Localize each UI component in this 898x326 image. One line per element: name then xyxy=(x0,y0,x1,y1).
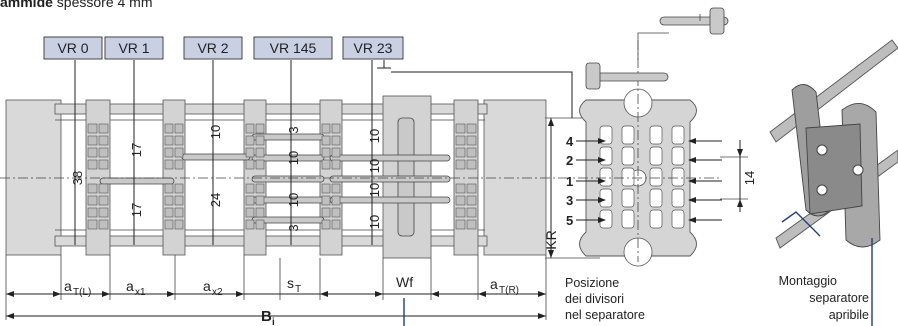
dim-3-top: 3 xyxy=(286,126,301,133)
dim-ax2-sub: x2 xyxy=(212,287,223,298)
tag-vr23 xyxy=(342,36,404,60)
tag-vr0 xyxy=(43,36,103,60)
dim-bi-B: B xyxy=(261,308,272,325)
position-label-3: 3 xyxy=(566,193,573,208)
dim-bi-sub: i xyxy=(272,317,275,326)
position-arrows: 4 2 1 3 5 xyxy=(566,134,722,228)
tag-vr1 xyxy=(104,36,164,60)
caption-left-1: Posizione xyxy=(565,276,619,290)
inner-dimension-values: 38 17 17 10 24 3 10 10 3 10 10 10 10 xyxy=(70,125,382,232)
dim-aTL-sub: T(L) xyxy=(73,287,91,298)
chain-assembly xyxy=(5,95,547,259)
heading-rest: spessore 4 mm xyxy=(52,0,153,10)
heading: ammide spessore 4 mm xyxy=(0,0,153,10)
dim-24: 24 xyxy=(208,193,223,207)
opening-separator-3d: Montaggio separatore apribile xyxy=(769,39,898,326)
dim-10-a: 10 xyxy=(208,125,223,139)
separator-slots xyxy=(599,125,685,229)
position-label-5: 5 xyxy=(566,213,573,228)
dim-sT-sub: T xyxy=(295,284,301,295)
caption-right-2: separatore xyxy=(809,291,869,305)
heading-bold: ammide xyxy=(0,0,53,10)
caption-left-2: dei divisori xyxy=(565,292,624,306)
dim-wf: Wf xyxy=(396,274,413,290)
dim-10-b: 10 xyxy=(286,151,301,165)
dim-aTL-a: a xyxy=(64,278,72,294)
left-end-cap xyxy=(5,99,62,256)
tag-vr1-label: VR 1 xyxy=(118,40,149,56)
dim-38: 38 xyxy=(70,171,85,185)
tag-vr2 xyxy=(183,36,243,60)
tag-vr23-label: VR 23 xyxy=(354,40,393,56)
dim-ax1-a: a xyxy=(126,278,134,294)
dim-17-top: 17 xyxy=(129,143,144,157)
tag-vr145 xyxy=(253,36,333,60)
position-label-2: 2 xyxy=(566,153,573,168)
dim-10-g: 10 xyxy=(367,215,382,229)
dim-ax1-sub: x1 xyxy=(135,287,146,298)
dim-aTR-sub: T(R) xyxy=(499,285,519,296)
position-label-4: 4 xyxy=(566,134,574,149)
vr23-leader xyxy=(377,60,573,118)
caption-right-3: apribile xyxy=(829,308,869,322)
bottom-rail xyxy=(54,235,488,247)
tag-vr2-label: VR 2 xyxy=(197,40,228,56)
dim-sT-s: s xyxy=(287,275,294,291)
dim-10-d: 10 xyxy=(367,129,382,143)
dim-3-bottom: 3 xyxy=(286,224,301,231)
post-bricks xyxy=(87,123,477,230)
dim-aTR-a: a xyxy=(490,276,498,292)
dim-10-c: 10 xyxy=(286,193,301,207)
dim-10-f: 10 xyxy=(367,183,382,197)
dim-17-bottom: 17 xyxy=(129,203,144,217)
vertical-dims xyxy=(74,60,373,245)
caption-right-1: Montaggio xyxy=(779,274,837,288)
vr-tags: VR 0 VR 1 VR 2 VR 145 VR 23 xyxy=(43,36,404,60)
kr-label: KR xyxy=(543,230,559,249)
dim-ax2-a: a xyxy=(203,278,211,294)
dim-14: 14 xyxy=(742,171,757,185)
bottom-dimension-chain: a T(L) a x1 a x2 s T Wf a T(R) B i xyxy=(5,255,547,326)
tag-vr145-label: VR 145 xyxy=(270,40,317,56)
top-rail xyxy=(54,103,488,115)
caption-left-3: nel separatore xyxy=(565,308,645,322)
dim-10-e: 10 xyxy=(367,159,382,173)
separator-detail: KR 4 2 1 3 5 xyxy=(543,7,757,322)
position-label-1: 1 xyxy=(566,174,573,189)
right-end-cap xyxy=(483,99,547,256)
separator-pins xyxy=(585,7,729,90)
tag-vr0-label: VR 0 xyxy=(57,40,88,56)
